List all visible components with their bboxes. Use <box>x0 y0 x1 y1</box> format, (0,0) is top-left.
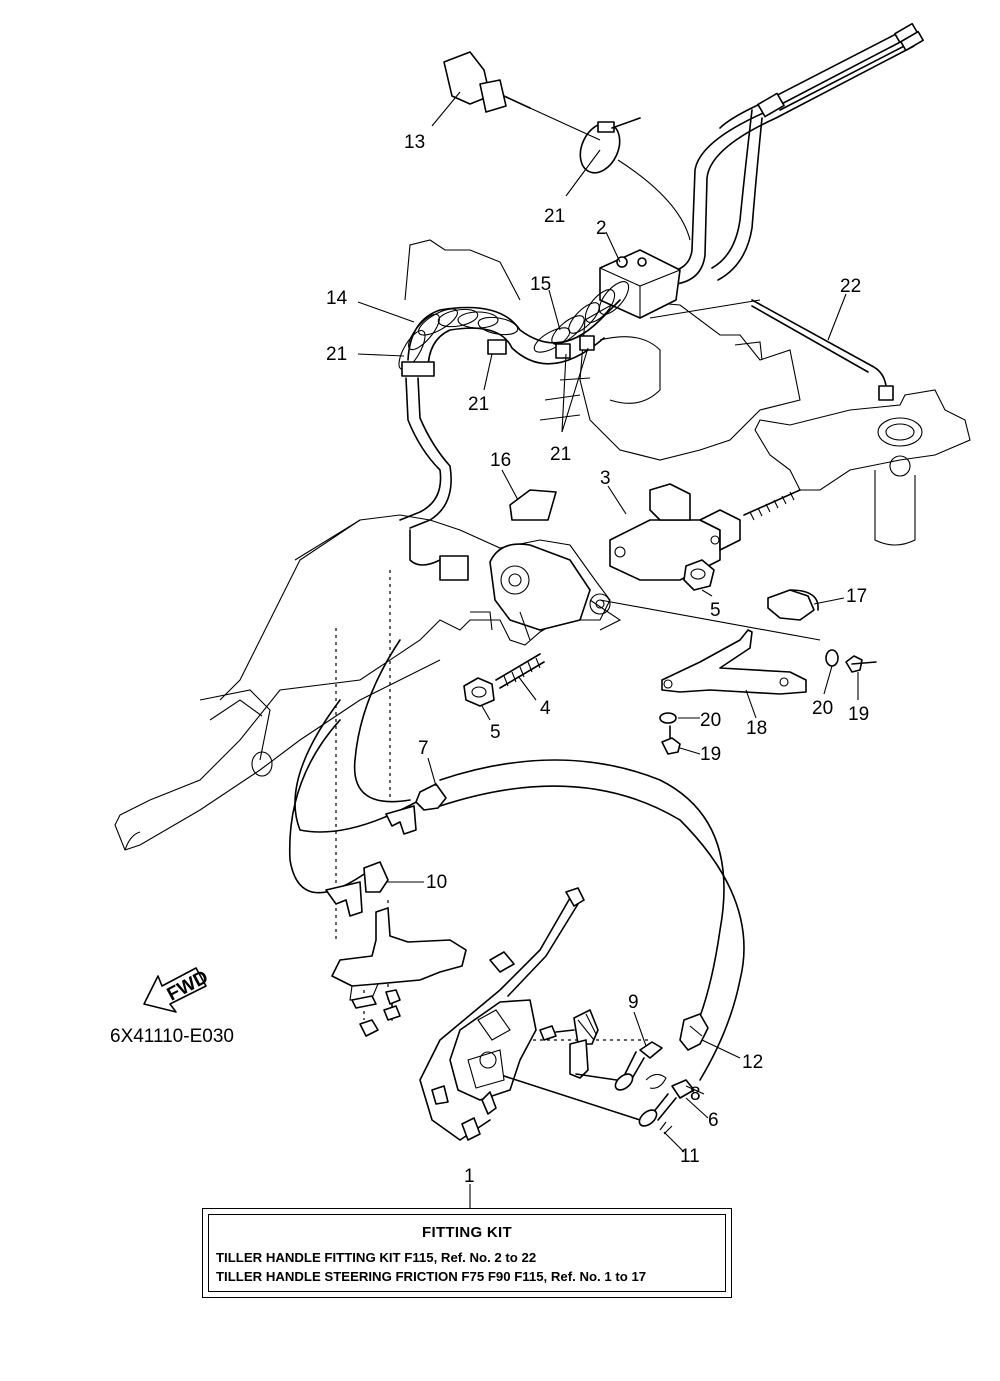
callout-13: 13 <box>404 132 425 153</box>
shift-mechanism <box>419 887 641 1141</box>
callout-5-upper: 5 <box>710 600 721 621</box>
callout-21-mid: 21 <box>468 394 489 415</box>
drawing-code: 6X41110-E030 <box>110 1026 234 1047</box>
callout-20-right: 20 <box>812 698 833 719</box>
callout-4: 4 <box>540 698 551 719</box>
callout-12: 12 <box>742 1052 763 1073</box>
callout-19-left: 19 <box>700 744 721 765</box>
harness-tube <box>398 281 630 377</box>
callout-labels: 13 21 2 22 14 15 21 21 21 16 3 5 17 4 5 … <box>326 132 869 1187</box>
steering-arm <box>754 389 971 546</box>
harness-wires <box>399 377 469 581</box>
callout-19-right: 19 <box>848 704 869 725</box>
leader-lines <box>357 91 859 1208</box>
clamp-17 <box>767 589 819 621</box>
callout-1: 1 <box>464 1166 475 1187</box>
bolt-19-right <box>845 655 877 673</box>
fitting-kit-line-2: TILLER HANDLE STEERING FRICTION F75 F90 … <box>216 1269 647 1284</box>
clip-10 <box>325 861 389 917</box>
callout-14: 14 <box>326 288 348 309</box>
bracket-18 <box>661 629 807 695</box>
fwd-arrow: FWD <box>143 967 212 1013</box>
callout-10: 10 <box>426 872 447 893</box>
callout-18: 18 <box>746 718 767 739</box>
callout-21-top: 21 <box>544 206 565 227</box>
lower-bracket <box>331 907 467 1037</box>
fitting-kit-inner-border: FITTING KIT TILLER HANDLE FITTING KIT F1… <box>208 1214 726 1292</box>
bolt-19-left <box>661 725 681 755</box>
fitting-kit-title: FITTING KIT <box>422 1224 512 1241</box>
stud-4 <box>495 653 545 689</box>
callout-2: 2 <box>596 218 607 239</box>
fitting-kit-line-1: TILLER HANDLE FITTING KIT F115, Ref. No.… <box>216 1250 537 1265</box>
label-plate-16 <box>509 489 557 521</box>
callout-9: 9 <box>628 992 639 1013</box>
rod-end-6 <box>638 1079 695 1127</box>
clip-12 <box>679 1013 709 1051</box>
rod-end-9 <box>614 1041 663 1091</box>
callout-16: 16 <box>490 450 511 471</box>
callout-3: 3 <box>600 468 611 489</box>
fitting-kit-box: FITTING KIT TILLER HANDLE FITTING KIT F1… <box>202 1208 732 1298</box>
rod-22 <box>649 299 894 401</box>
callout-5-lower: 5 <box>490 722 501 743</box>
callout-11: 11 <box>680 1146 700 1167</box>
callout-15: 15 <box>530 274 551 295</box>
callout-20-left: 20 <box>700 710 721 731</box>
callout-17: 17 <box>846 586 867 607</box>
callout-22: 22 <box>840 276 861 297</box>
nut-5-lower <box>463 677 495 707</box>
clip-11 <box>659 1121 673 1135</box>
callout-21-right: 21 <box>550 444 571 465</box>
clip-8 <box>645 1073 667 1089</box>
callout-7: 7 <box>418 738 429 759</box>
callout-6: 6 <box>708 1110 719 1131</box>
washer-20-left <box>659 712 677 724</box>
callout-8: 8 <box>690 1084 701 1105</box>
cable-tie-21-top <box>579 117 691 241</box>
engine-outline <box>404 239 801 461</box>
control-cables <box>669 22 924 285</box>
tiller-handle <box>114 514 821 851</box>
clip-7 <box>385 783 447 835</box>
callout-21-left: 21 <box>326 344 347 365</box>
connector-13 <box>443 51 601 141</box>
washer-20-right <box>825 649 839 667</box>
nut-5-upper <box>683 559 715 591</box>
